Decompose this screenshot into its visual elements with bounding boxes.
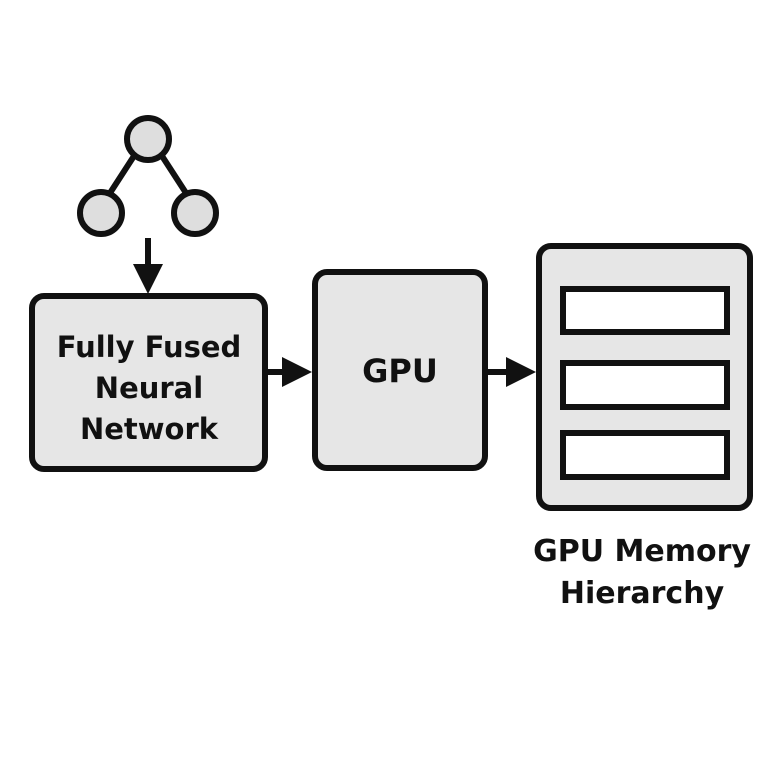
tree-node-right	[171, 189, 219, 237]
tree-edge-left	[107, 153, 137, 196]
network-box-rect	[29, 293, 268, 472]
network-box: Fully Fused Neural Network	[29, 293, 268, 472]
memory-box	[536, 243, 753, 511]
tree-edge-right	[159, 153, 189, 196]
memory-slot-2	[560, 360, 730, 410]
memory-slot-3	[560, 430, 730, 480]
gpu-box: GPU	[312, 269, 488, 471]
gpu-label: GPU	[362, 352, 438, 390]
memory-caption-line-1: GPU Memory	[533, 534, 751, 569]
tree-node-top	[124, 115, 172, 163]
memory-slot-1	[560, 286, 730, 335]
memory-caption-line-2: Hierarchy	[560, 576, 725, 611]
tree-icon	[77, 115, 219, 237]
tree-node-left	[77, 189, 125, 237]
network-label-line-1: Fully Fused	[57, 330, 242, 364]
gpu-box-rect	[312, 269, 488, 471]
network-label-line-2: Neural	[95, 371, 203, 405]
network-label-line-3: Network	[80, 412, 219, 446]
